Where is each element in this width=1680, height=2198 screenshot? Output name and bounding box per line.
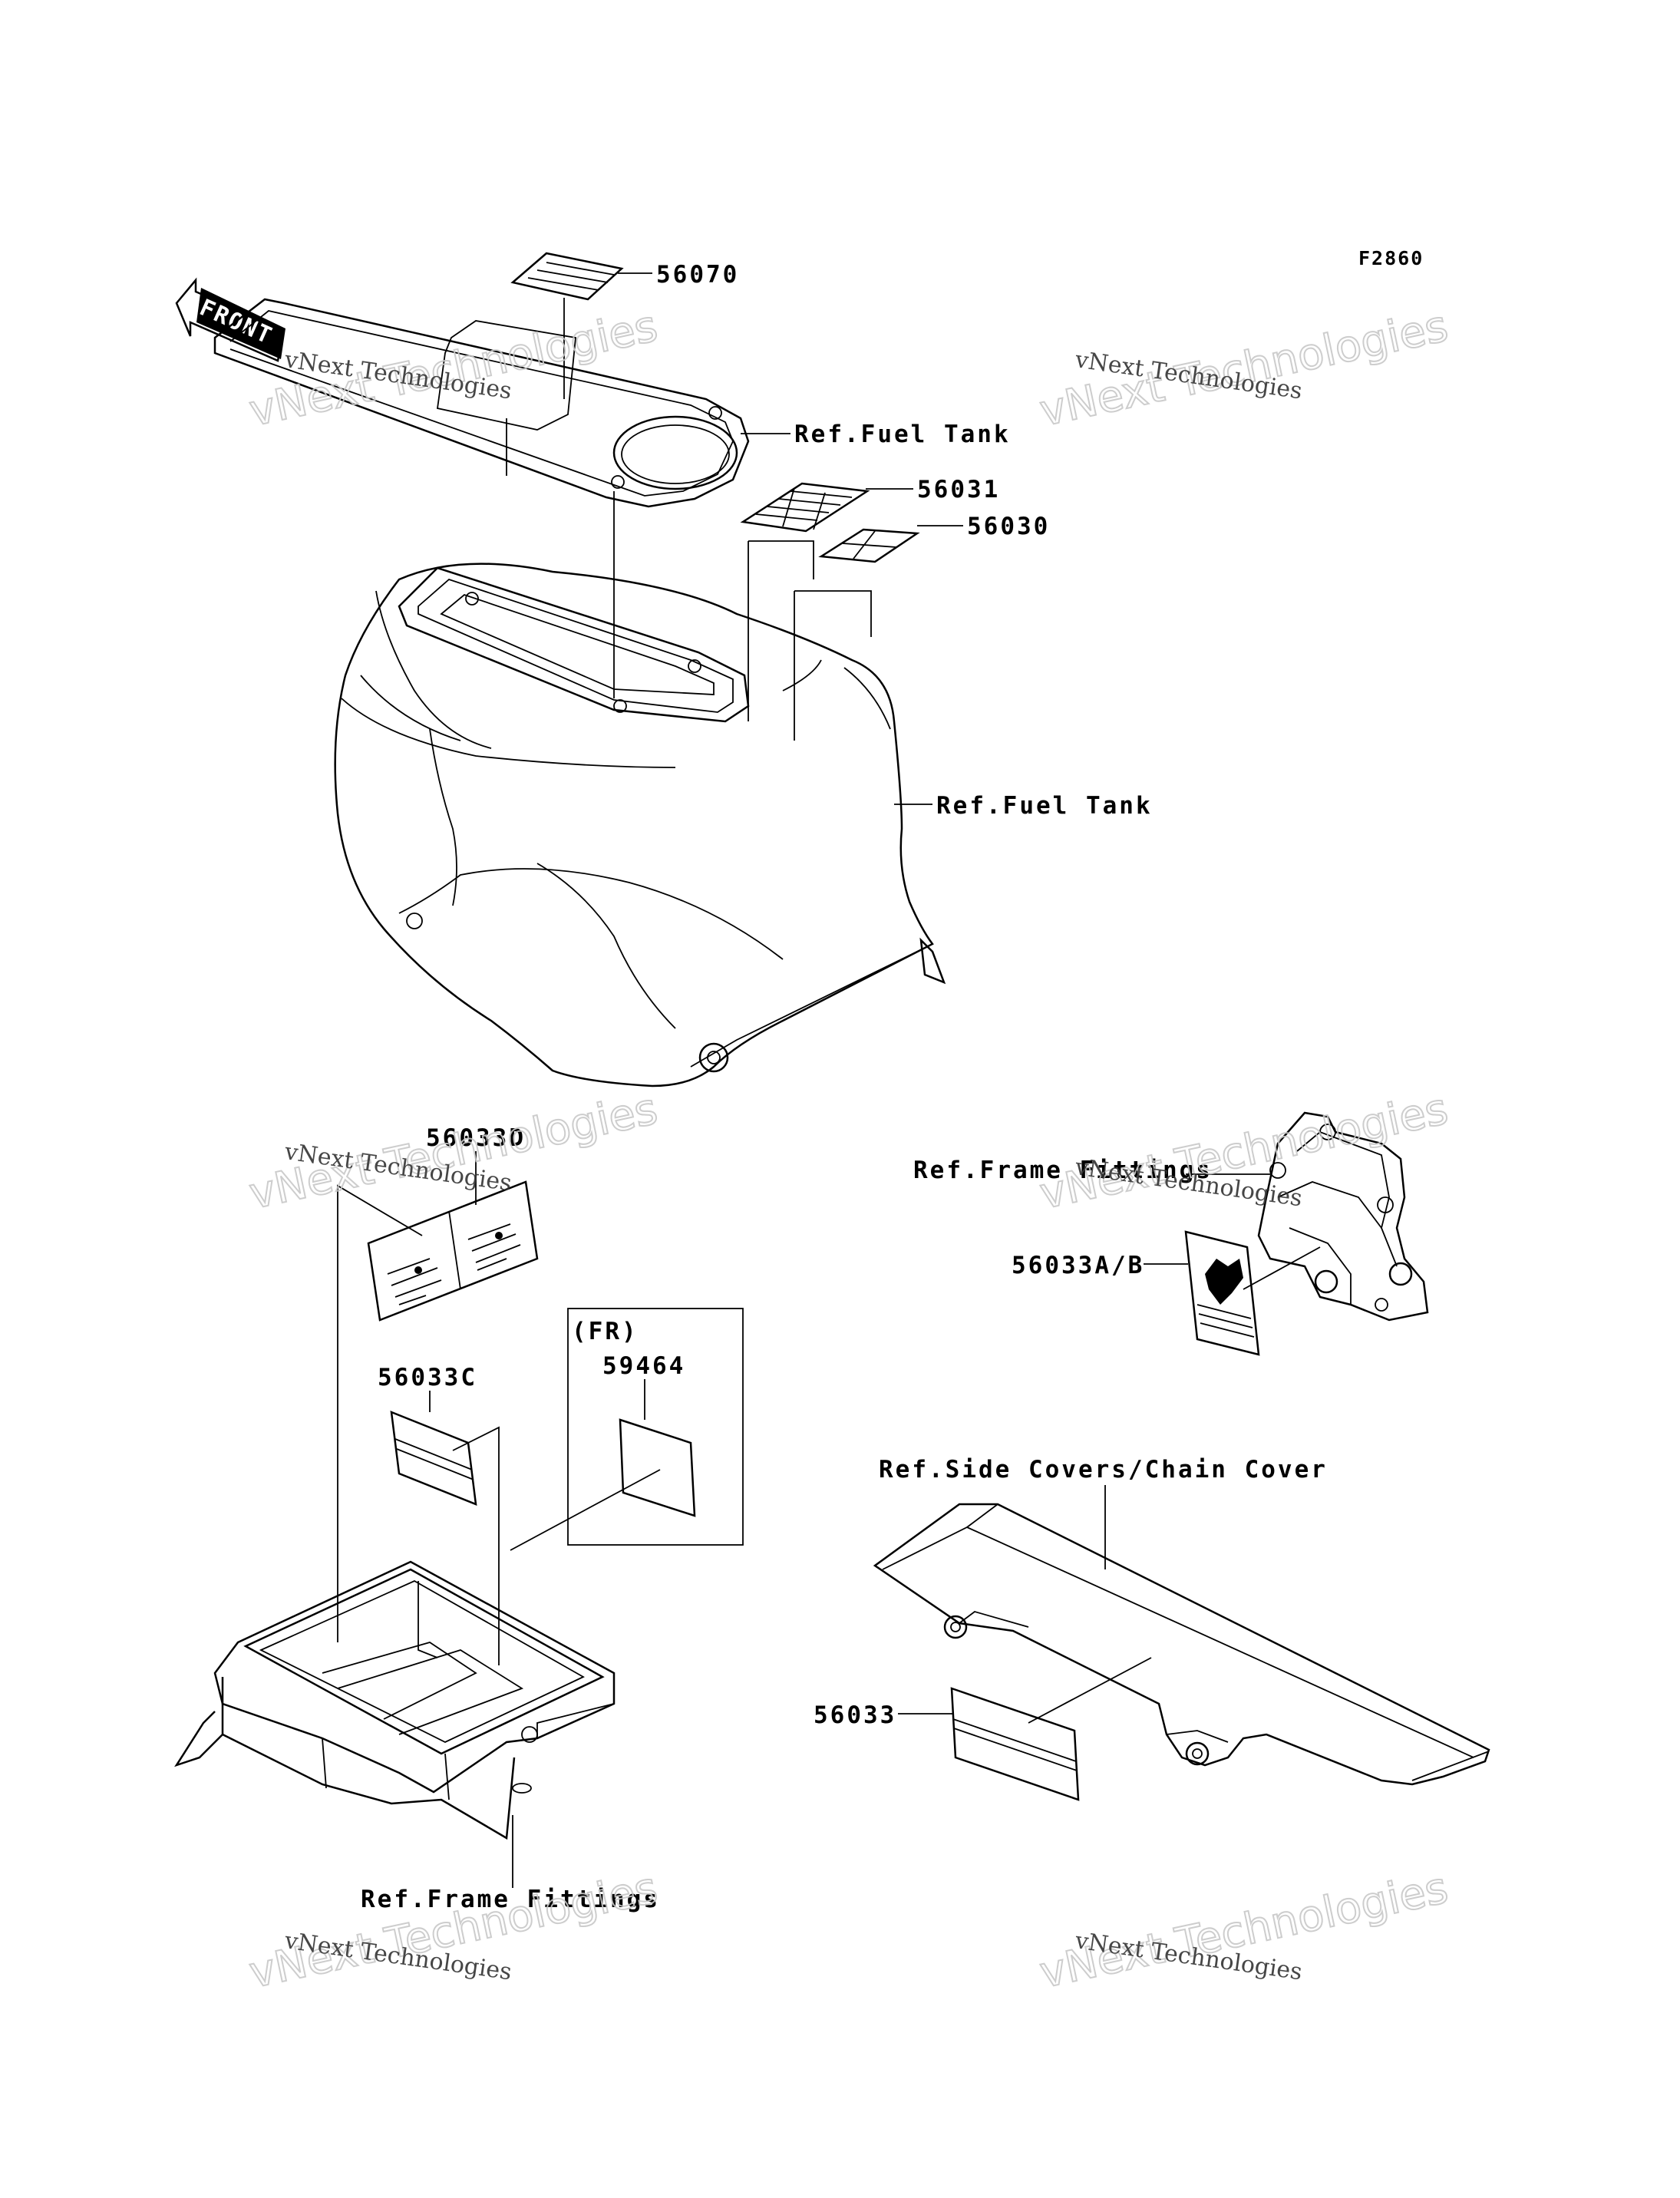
label-ref-side-covers: Ref.Side Covers/Chain Cover — [879, 1456, 1328, 1483]
frame-bracket — [1257, 1111, 1429, 1322]
watermark-middle-left: vNext Technologies vNext Technologies — [244, 1084, 662, 1220]
decal-56033D — [367, 1180, 539, 1322]
decal-56070 — [510, 252, 624, 301]
fr-box — [567, 1308, 744, 1546]
label-56030: 56030 — [967, 513, 1050, 540]
label-56033AB: 56033A/B — [1012, 1252, 1144, 1279]
label-59464: 59464 — [602, 1352, 685, 1380]
leader-56033D-bracket — [337, 1184, 423, 1236]
decal-56033C — [390, 1411, 477, 1506]
label-56031: 56031 — [917, 476, 1000, 503]
leader-56031-bracket — [748, 540, 814, 579]
label-56033C: 56033C — [378, 1364, 477, 1391]
watermark-top-right: vNext Technologies vNext Technologies — [1035, 301, 1453, 437]
label-56070: 56070 — [656, 261, 739, 289]
leader-56030-bracket — [794, 590, 872, 637]
decal-56030 — [818, 528, 920, 563]
front-arrow-icon: FRONT — [175, 277, 286, 362]
watermark-top-left: vNext Technologies vNext Technologies — [244, 301, 662, 437]
watermark-bottom-left: vNext Technologies vNext Technologies — [244, 1863, 662, 1999]
leader-56033-to-cover — [1028, 1657, 1152, 1724]
decal-56033AB — [1184, 1230, 1260, 1356]
decal-59464 — [619, 1418, 696, 1517]
decal-56031 — [740, 482, 870, 533]
label-ref-frame-fittings-bottom: Ref.Frame Fittings — [361, 1886, 660, 1913]
fuel-tank — [334, 563, 946, 1087]
battery-tray — [174, 1560, 616, 1840]
label-56033D: 56033D — [426, 1124, 526, 1152]
figure-code: F2860 — [1358, 247, 1424, 269]
label-ref-fuel-tank-main: Ref.Fuel Tank — [936, 792, 1153, 820]
leader-56033C-down — [452, 1426, 500, 1665]
label-fr: (FR) — [572, 1318, 639, 1345]
leader-59464-out — [510, 1469, 661, 1551]
label-ref-frame-fittings-right: Ref.Frame Fittings — [913, 1157, 1213, 1184]
label-56033: 56033 — [814, 1701, 896, 1729]
tank-cover-top — [213, 298, 750, 508]
watermark-bottom-right: vNext Technologies vNext Technologies — [1035, 1863, 1453, 1999]
chain-cover — [873, 1503, 1490, 1786]
label-ref-fuel-tank-top: Ref.Fuel Tank — [794, 421, 1011, 448]
leader-56033AB-to-bracket — [1243, 1246, 1321, 1290]
decal-56033 — [950, 1687, 1080, 1801]
